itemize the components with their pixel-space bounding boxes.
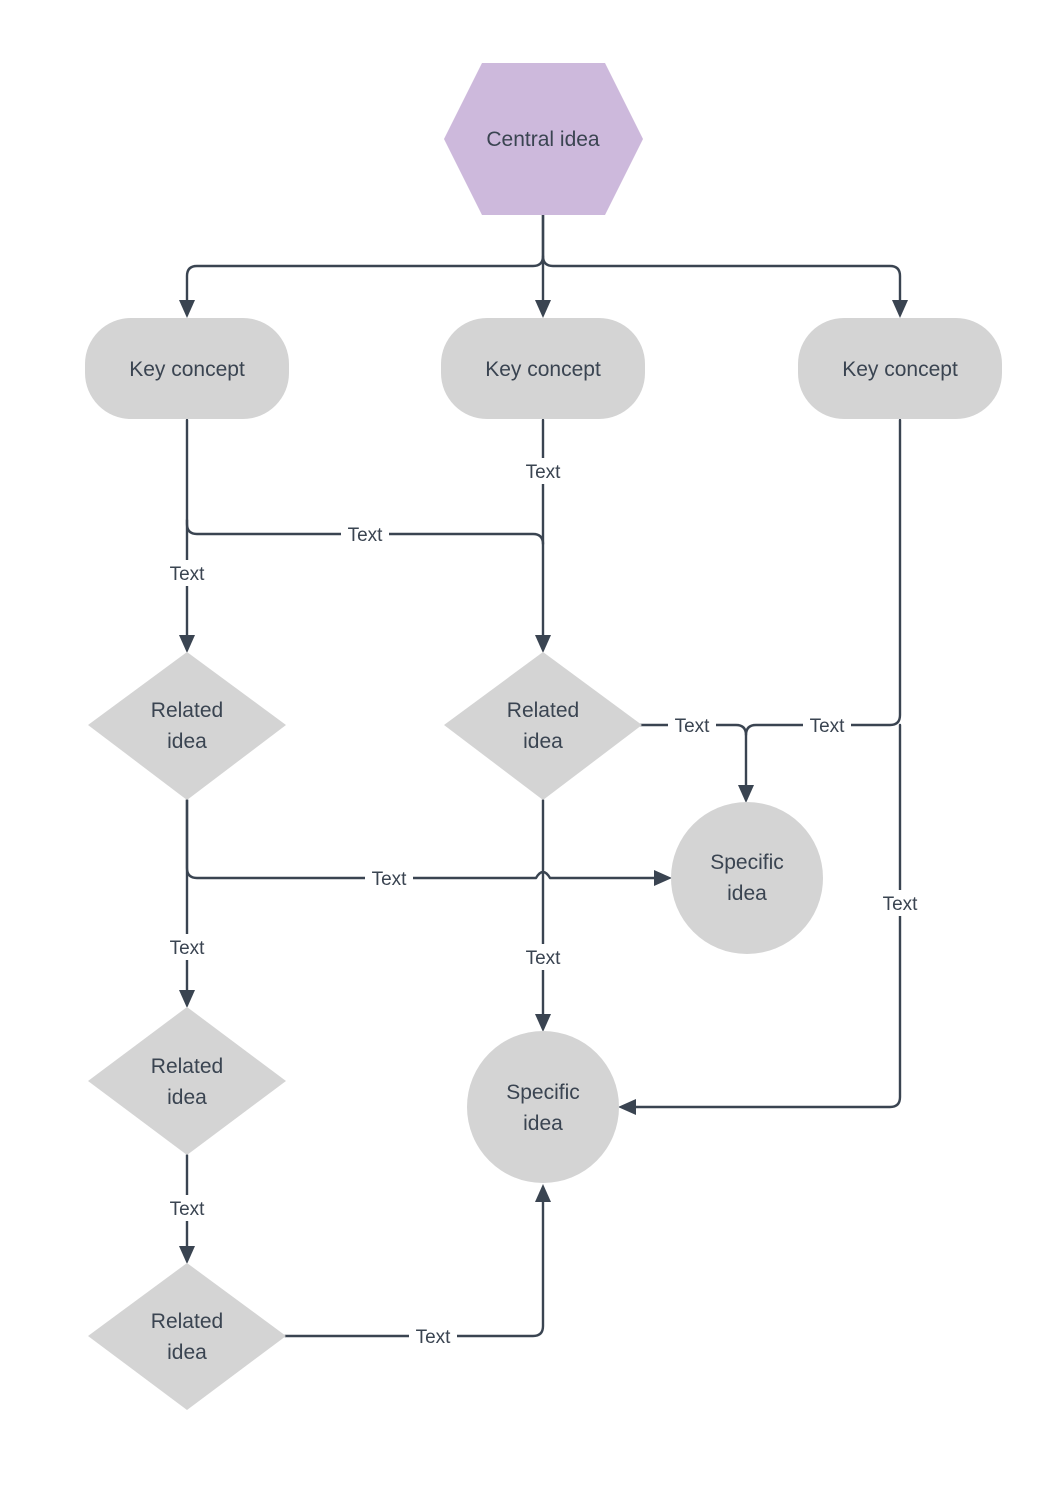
edge-label-kc1-related2: Text xyxy=(348,525,384,546)
central-idea-shape xyxy=(444,63,643,215)
edge-label-related2-specific1: Text xyxy=(675,716,711,737)
specific-idea-2-label-line1: Specific xyxy=(506,1081,580,1104)
edge-label-related1-specific1: Text xyxy=(372,869,408,890)
related-idea-2-label-line2: idea xyxy=(523,730,563,753)
edge-label-related3-related4: Text xyxy=(170,1199,206,1220)
key-concept-1-label: Key concept xyxy=(129,358,245,381)
related-idea-node-1[interactable]: Related idea xyxy=(88,652,286,800)
arrowhead-specific-1-left xyxy=(654,870,672,886)
key-concept-node-2[interactable]: Key concept xyxy=(441,318,645,419)
arrowhead-specific-1-top xyxy=(738,785,754,803)
central-idea-node[interactable]: Central idea xyxy=(444,63,643,215)
specific-idea-1-label-line1: Specific xyxy=(710,851,784,874)
edge-label-related1-related3: Text xyxy=(170,938,206,959)
related-idea-1-label-line2: idea xyxy=(167,730,207,753)
related-idea-4-label-line1: Related xyxy=(151,1310,223,1333)
arrowhead-specific-2-right xyxy=(618,1099,636,1115)
arrowhead-related-3 xyxy=(179,990,195,1008)
related-idea-2-label-line1: Related xyxy=(507,699,579,722)
arrowhead-key-concept-1 xyxy=(179,300,195,318)
arrowhead-related-4 xyxy=(179,1246,195,1264)
key-concept-3-shape xyxy=(798,318,1002,419)
edge-label-related4-specific2: Text xyxy=(416,1327,452,1348)
key-concept-2-label: Key concept xyxy=(485,358,601,381)
related-idea-3-label-line1: Related xyxy=(151,1055,223,1078)
edge-related-4-to-specific-2 xyxy=(283,1198,545,1338)
central-idea-label: Central idea xyxy=(486,128,600,151)
specific-idea-node-1[interactable]: Specific idea xyxy=(671,802,823,954)
edge-label-kc1-related1: Text xyxy=(170,564,206,585)
edge-key-concept-3-to-specific-1 xyxy=(744,418,902,737)
arrowhead-related-2 xyxy=(535,635,551,653)
nodes: Central idea Key concept Key concept Key… xyxy=(85,63,1002,1410)
arrowhead-specific-2-bottom xyxy=(535,1184,551,1202)
edge-label-kc2-related2: Text xyxy=(526,462,562,483)
key-concept-node-1[interactable]: Key concept xyxy=(85,318,289,419)
edge-related-1-to-specific-1 xyxy=(185,798,658,880)
related-idea-3-shape xyxy=(88,1007,286,1155)
related-idea-2-shape xyxy=(444,652,642,800)
specific-idea-2-shape xyxy=(467,1031,619,1183)
related-idea-1-shape xyxy=(88,652,286,800)
related-idea-3-label-line2: idea xyxy=(167,1086,207,1109)
related-idea-4-label-line2: idea xyxy=(167,1341,207,1364)
key-concept-3-label: Key concept xyxy=(842,358,958,381)
specific-idea-node-2[interactable]: Specific idea xyxy=(467,1031,619,1183)
related-idea-node-4[interactable]: Related idea xyxy=(88,1263,286,1410)
arrowhead-related-1 xyxy=(179,635,195,653)
edge-key-concept-3-to-specific-2 xyxy=(632,723,902,1109)
edge-central-to-key-concept-3 xyxy=(541,254,902,305)
related-idea-4-shape xyxy=(88,1263,286,1410)
specific-idea-2-label-line2: idea xyxy=(523,1112,563,1135)
specific-idea-1-shape xyxy=(671,802,823,954)
arrowhead-key-concept-2 xyxy=(535,300,551,318)
related-idea-node-3[interactable]: Related idea xyxy=(88,1007,286,1155)
edge-label-kc3-specific2: Text xyxy=(883,894,919,915)
specific-idea-1-label-line2: idea xyxy=(727,882,767,905)
related-idea-1-label-line1: Related xyxy=(151,699,223,722)
key-concept-2-shape xyxy=(441,318,645,419)
key-concept-1-shape xyxy=(85,318,289,419)
edges xyxy=(179,213,908,1338)
arrowhead-key-concept-3 xyxy=(892,300,908,318)
edge-label-related2-specific2: Text xyxy=(526,948,562,969)
edge-label-kc3-specific1: Text xyxy=(810,716,846,737)
related-idea-node-2[interactable]: Related idea xyxy=(444,652,642,800)
arrowhead-specific-2-top xyxy=(535,1014,551,1032)
key-concept-node-3[interactable]: Key concept xyxy=(798,318,1002,419)
edge-labels: Text Text Text Text Text Text Text Text … xyxy=(163,458,924,1349)
edge-central-to-key-concept-1 xyxy=(185,213,545,305)
